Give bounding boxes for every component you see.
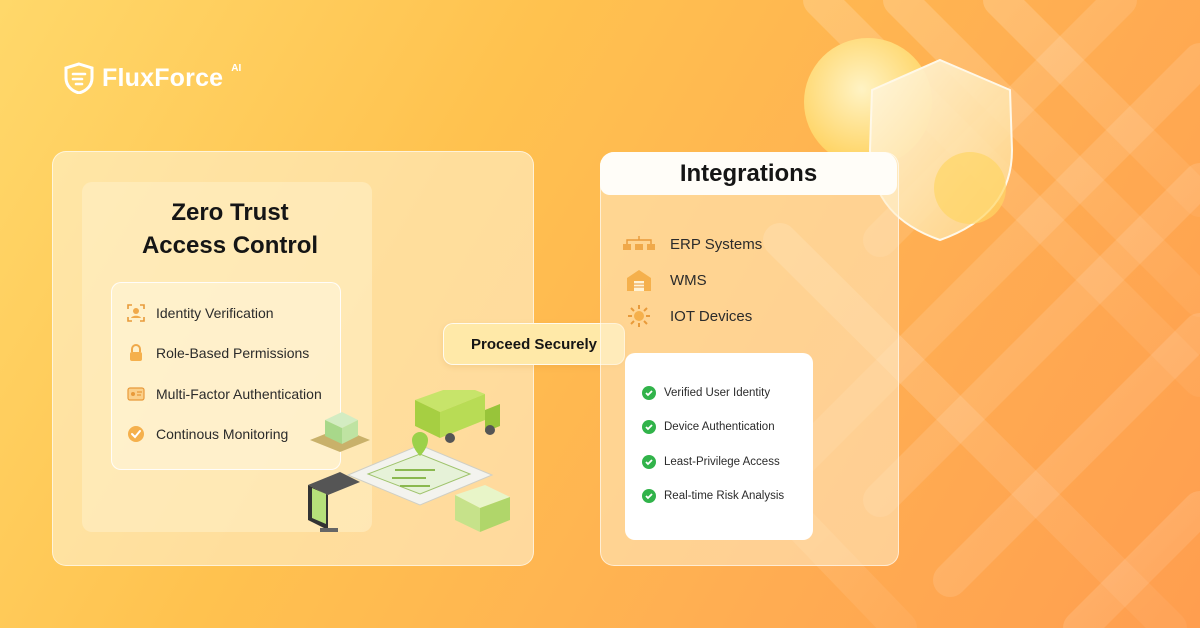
check-icon [642,489,656,503]
feature-multi-factor-authentication: Multi-Factor Authentication [126,384,322,404]
check-item: Device Authentication [642,420,775,434]
proceed-securely-button[interactable]: Proceed Securely [443,323,625,365]
check-badge-icon [126,424,146,444]
check-icon [642,455,656,469]
integration-label: IOT Devices [670,307,753,325]
feature-continous-monitoring: Continous Monitoring [126,424,288,444]
security-checks-card [625,353,813,540]
check-icon [642,386,656,400]
integration-wms: WMS [622,268,707,292]
integration-label: WMS [670,271,707,289]
check-label: Device Authentication [664,421,775,433]
proceed-label: Proceed Securely [471,335,597,353]
integrations-title: Integrations [600,152,897,195]
id-scan-icon [126,303,146,323]
warehouse-icon [622,268,656,292]
shield-logo-icon [64,62,94,94]
truck-icon [415,390,500,443]
check-label: Verified User Identity [664,387,771,399]
mfa-card-icon [126,384,146,404]
erp-network-icon [622,232,656,256]
feature-label: Role-Based Permissions [156,345,310,361]
brand-logo[interactable]: FluxForce AI [62,62,241,94]
security-shield-icon [804,38,1014,242]
logistics-illustration [308,390,510,532]
check-label: Real-time Risk Analysis [664,490,785,502]
check-label: Least-Privilege Access [664,456,780,468]
iot-gear-icon [622,304,656,328]
feature-label: Multi-Factor Authentication [156,386,322,402]
brand-superscript: AI [231,62,242,74]
pallet-boxes-icon [310,412,370,452]
check-item: Verified User Identity [642,386,770,400]
zero-trust-title: Zero Trust Access Control [100,196,360,262]
integration-iot-devices: IOT Devices [622,304,752,328]
integration-label: ERP Systems [670,235,763,253]
feature-identity-verification: Identity Verification [126,303,274,323]
monitor-icon [308,472,360,532]
feature-label: Continous Monitoring [156,426,289,442]
check-item: Least-Privilege Access [642,455,780,469]
feature-list-box [111,282,341,470]
title-line-1: Zero Trust [171,199,289,226]
brand-name: FluxForce [102,63,224,92]
check-item: Real-time Risk Analysis [642,489,784,503]
lock-icon [126,343,146,363]
feature-role-based-permissions: Role-Based Permissions [126,343,309,363]
check-icon [642,420,656,434]
package-icon [455,485,510,532]
feature-label: Identity Verification [156,305,274,321]
integration-erp-systems: ERP Systems [622,232,762,256]
title-line-2: Access Control [141,232,319,259]
